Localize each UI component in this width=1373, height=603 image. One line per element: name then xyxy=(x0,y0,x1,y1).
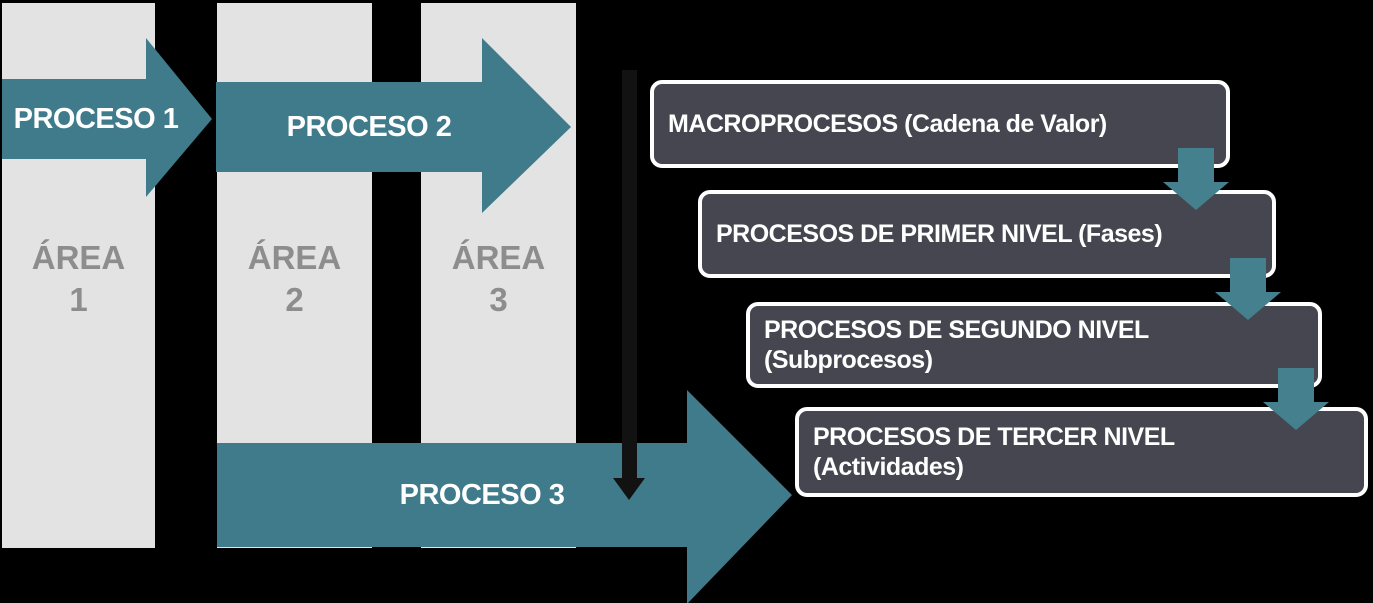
hierarchy-box-3-line1: PROCESOS DE SEGUNDO NIVEL xyxy=(764,316,1149,344)
proceso-3-arrow-head-icon xyxy=(687,390,795,603)
proceso-1-arrow-body xyxy=(2,79,146,159)
hierarchy-box-4-line1: PROCESOS DE TERCER NIVEL xyxy=(813,423,1175,451)
hierarchy-box-macroprocesos: MACROPROCESOS (Cadena de Valor) xyxy=(650,80,1230,168)
down-arrow-3-icon xyxy=(1263,402,1329,430)
area-label-3-title: ÁREA xyxy=(451,239,546,276)
area-label-3-number: 3 xyxy=(489,281,508,318)
proceso-1-arrow-head-icon xyxy=(146,38,215,197)
down-arrow-2-shaft xyxy=(1230,258,1266,292)
proceso-3-label: PROCESO 3 xyxy=(399,478,565,511)
area-label-2-title: ÁREA xyxy=(247,239,342,276)
proceso-2-label: PROCESO 2 xyxy=(286,110,452,143)
down-arrow-2-icon xyxy=(1215,292,1281,320)
proceso-3-arrow-body xyxy=(217,443,687,547)
vertical-flow-arrow-head-icon xyxy=(613,478,645,500)
hierarchy-box-1-line1: MACROPROCESOS (Cadena de Valor) xyxy=(668,110,1107,138)
hierarchy-box-primer-nivel: PROCESOS DE PRIMER NIVEL (Fases) xyxy=(698,190,1276,278)
area-label-1-title: ÁREA xyxy=(31,239,126,276)
area-label-1-number: 1 xyxy=(69,281,88,318)
area-label-1: ÁREA 1 xyxy=(2,237,155,321)
proceso-1-label: PROCESO 1 xyxy=(13,102,179,135)
hierarchy-box-2-line1: PROCESOS DE PRIMER NIVEL (Fases) xyxy=(716,220,1163,248)
down-arrow-3-shaft xyxy=(1278,368,1314,402)
down-arrow-1-shaft xyxy=(1178,148,1214,182)
hierarchy-box-3-line2: (Subprocesos) xyxy=(764,346,933,374)
area-label-2-number: 2 xyxy=(285,281,304,318)
area-label-2: ÁREA 2 xyxy=(217,237,372,321)
hierarchy-box-4-line2: (Actividades) xyxy=(813,453,964,481)
vertical-flow-arrow-shaft xyxy=(622,70,637,478)
proceso-2-arrow-body xyxy=(216,82,482,172)
proceso-2-arrow-head-icon xyxy=(482,38,574,213)
down-arrow-1-icon xyxy=(1163,182,1229,210)
area-label-3: ÁREA 3 xyxy=(421,237,576,321)
